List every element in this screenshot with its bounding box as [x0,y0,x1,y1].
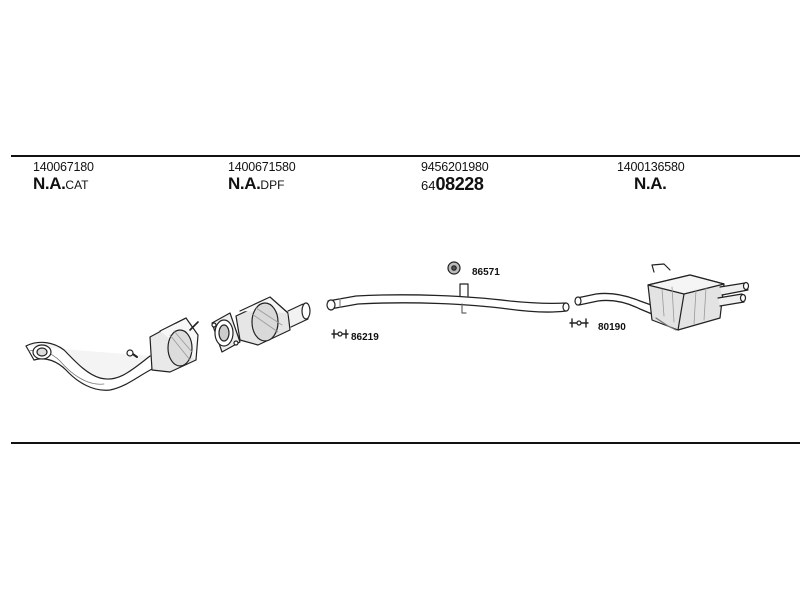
part-column-rear-silencer: 1400136580 N.A. [617,160,685,193]
part-label-suffix: DPF [260,178,285,192]
dpf-drawing [211,296,311,353]
part-column-dpf: 1400671580 N.A.DPF [228,160,296,193]
rear-silencer-drawing [574,263,750,331]
front-pipe-catalyst-drawing [25,317,199,391]
part-label: 6408228 [421,175,489,194]
ref-label-clamp: 86219 [351,332,379,343]
bottom-divider [11,442,800,444]
part-label: N.A.CAT [33,175,94,193]
middle-pipe-drawing [326,261,570,314]
part-label-main: 08228 [435,174,484,194]
part-label-suffix: CAT [65,178,89,192]
part-label-main: N.A. [228,174,261,193]
part-label-main: N.A. [33,174,66,193]
part-label: N.A.DPF [228,175,296,193]
part-number: 140067180 [33,160,94,174]
top-divider [11,155,800,157]
clamp-symbol-80190 [569,318,589,328]
ref-label-mount: 86571 [472,267,500,278]
part-number: 1400671580 [228,160,296,174]
part-number: 9456201980 [421,160,489,174]
part-label-prefix: 64 [421,178,436,193]
part-label: N.A. [617,175,685,193]
ref-label-clamp-rear: 80190 [598,322,626,333]
part-label-main: N.A. [634,174,667,193]
part-column-cat: 140067180 N.A.CAT [33,160,94,193]
part-column-middle-pipe: 9456201980 6408228 [421,160,489,194]
clamp-symbol-86219 [331,329,349,339]
part-number: 1400136580 [617,160,685,174]
